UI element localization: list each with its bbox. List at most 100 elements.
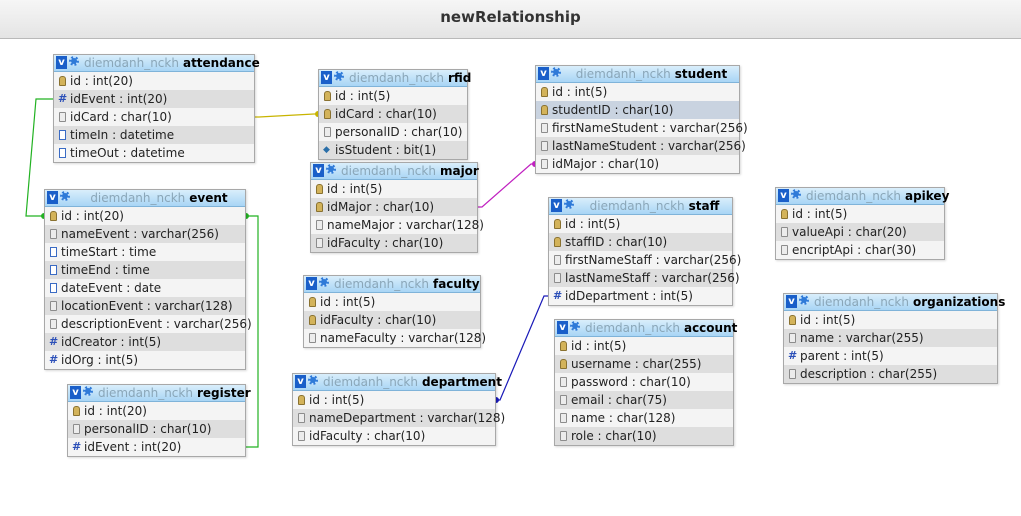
column-row[interactable]: personalID : char(10) xyxy=(319,123,467,141)
column-row[interactable]: idFaculty : char(10) xyxy=(311,234,477,252)
column-row[interactable]: dateEvent : date xyxy=(45,279,245,297)
column-row[interactable]: lastNameStaff : varchar(256) xyxy=(549,269,740,287)
gear-icon[interactable] xyxy=(83,386,93,396)
column-row[interactable]: id : int(5) xyxy=(319,87,467,105)
column-row[interactable]: id : int(5) xyxy=(536,83,739,101)
column-row[interactable]: #idDepartment : int(5) xyxy=(549,287,732,305)
gear-icon[interactable] xyxy=(564,199,574,209)
column-row[interactable]: id : int(5) xyxy=(311,180,477,198)
gear-icon[interactable] xyxy=(319,277,329,287)
gear-icon[interactable] xyxy=(570,321,580,331)
gear-icon[interactable] xyxy=(791,189,801,199)
column-row[interactable]: id : int(20) xyxy=(68,402,245,420)
column-row[interactable]: studentID : char(10) xyxy=(536,101,739,119)
relation-line[interactable] xyxy=(25,98,53,217)
toggle-view-icon[interactable]: v xyxy=(56,56,67,69)
column-row[interactable]: id : int(20) xyxy=(45,207,245,225)
column-row[interactable]: email : char(75) xyxy=(555,391,733,409)
gear-icon[interactable] xyxy=(326,164,336,174)
toggle-view-icon[interactable]: v xyxy=(47,191,58,204)
column-row[interactable]: #idEvent : int(20) xyxy=(54,90,254,108)
toggle-view-icon[interactable]: v xyxy=(786,295,797,308)
relation-line[interactable] xyxy=(478,163,535,208)
column-row[interactable]: encriptApi : char(30) xyxy=(776,241,944,259)
column-row[interactable]: idFaculty : char(10) xyxy=(304,311,480,329)
column-row[interactable]: id : int(5) xyxy=(555,337,733,355)
relation-line[interactable] xyxy=(496,295,548,401)
column-row[interactable]: timeIn : datetime xyxy=(54,126,254,144)
toggle-view-icon[interactable]: v xyxy=(321,71,332,84)
column-row[interactable]: description : char(255) xyxy=(784,365,997,383)
column-row[interactable]: #idOrg : int(5) xyxy=(45,351,245,369)
column-row[interactable]: id : int(5) xyxy=(304,293,480,311)
gear-icon[interactable] xyxy=(308,375,318,385)
column-row[interactable]: username : char(255) xyxy=(555,355,733,373)
column-row[interactable]: valueApi : char(20) xyxy=(776,223,944,241)
toggle-view-icon[interactable]: v xyxy=(551,199,562,212)
toggle-view-icon[interactable]: v xyxy=(306,277,317,290)
gear-icon[interactable] xyxy=(334,71,344,81)
column-row[interactable]: id : int(5) xyxy=(784,311,997,329)
column-row[interactable]: password : char(10) xyxy=(555,373,733,391)
column-row[interactable]: nameMajor : varchar(128) xyxy=(311,216,484,234)
column-row[interactable]: nameEvent : varchar(256) xyxy=(45,225,245,243)
toggle-view-icon[interactable]: v xyxy=(538,67,549,80)
relation-line[interactable] xyxy=(246,215,259,448)
column-row[interactable]: nameDepartment : varchar(128) xyxy=(293,409,505,427)
relation-line[interactable] xyxy=(255,113,318,118)
column-row[interactable]: idCard : char(10) xyxy=(54,108,254,126)
column-row[interactable]: ◆isStudent : bit(1) xyxy=(319,141,467,159)
toggle-view-icon[interactable]: v xyxy=(557,321,568,334)
column-row[interactable]: personalID : char(10) xyxy=(68,420,245,438)
column-row[interactable]: id : int(20) xyxy=(54,72,254,90)
column-row[interactable]: timeEnd : time xyxy=(45,261,245,279)
column-row[interactable]: idCard : char(10) xyxy=(319,105,467,123)
column-row[interactable]: id : int(5) xyxy=(549,215,732,233)
column-row[interactable]: firstNameStudent : varchar(256) xyxy=(536,119,748,137)
gear-icon[interactable] xyxy=(60,191,70,201)
column-row[interactable]: descriptionEvent : varchar(256) xyxy=(45,315,252,333)
column-row[interactable]: staffID : char(10) xyxy=(549,233,732,251)
gear-icon[interactable] xyxy=(69,56,79,66)
column-row[interactable]: locationEvent : varchar(128) xyxy=(45,297,245,315)
column-row[interactable]: idMajor : char(10) xyxy=(536,155,739,173)
column-row[interactable]: idMajor : char(10) xyxy=(311,198,477,216)
column-row[interactable]: role : char(10) xyxy=(555,427,733,445)
column-row[interactable]: id : int(5) xyxy=(293,391,495,409)
column-row[interactable]: #parent : int(5) xyxy=(784,347,997,365)
toggle-view-icon[interactable]: v xyxy=(295,375,306,388)
column-row[interactable]: id : int(5) xyxy=(776,205,944,223)
gear-icon[interactable] xyxy=(551,67,561,77)
gear-icon[interactable] xyxy=(799,295,809,305)
column-row[interactable]: timeStart : time xyxy=(45,243,245,261)
column-row[interactable]: #idEvent : int(20) xyxy=(68,438,245,456)
column-row[interactable]: name : char(128) xyxy=(555,409,733,427)
column-row[interactable]: timeOut : datetime xyxy=(54,144,254,162)
toggle-view-icon[interactable]: v xyxy=(313,164,324,177)
column-row[interactable]: name : varchar(255) xyxy=(784,329,997,347)
